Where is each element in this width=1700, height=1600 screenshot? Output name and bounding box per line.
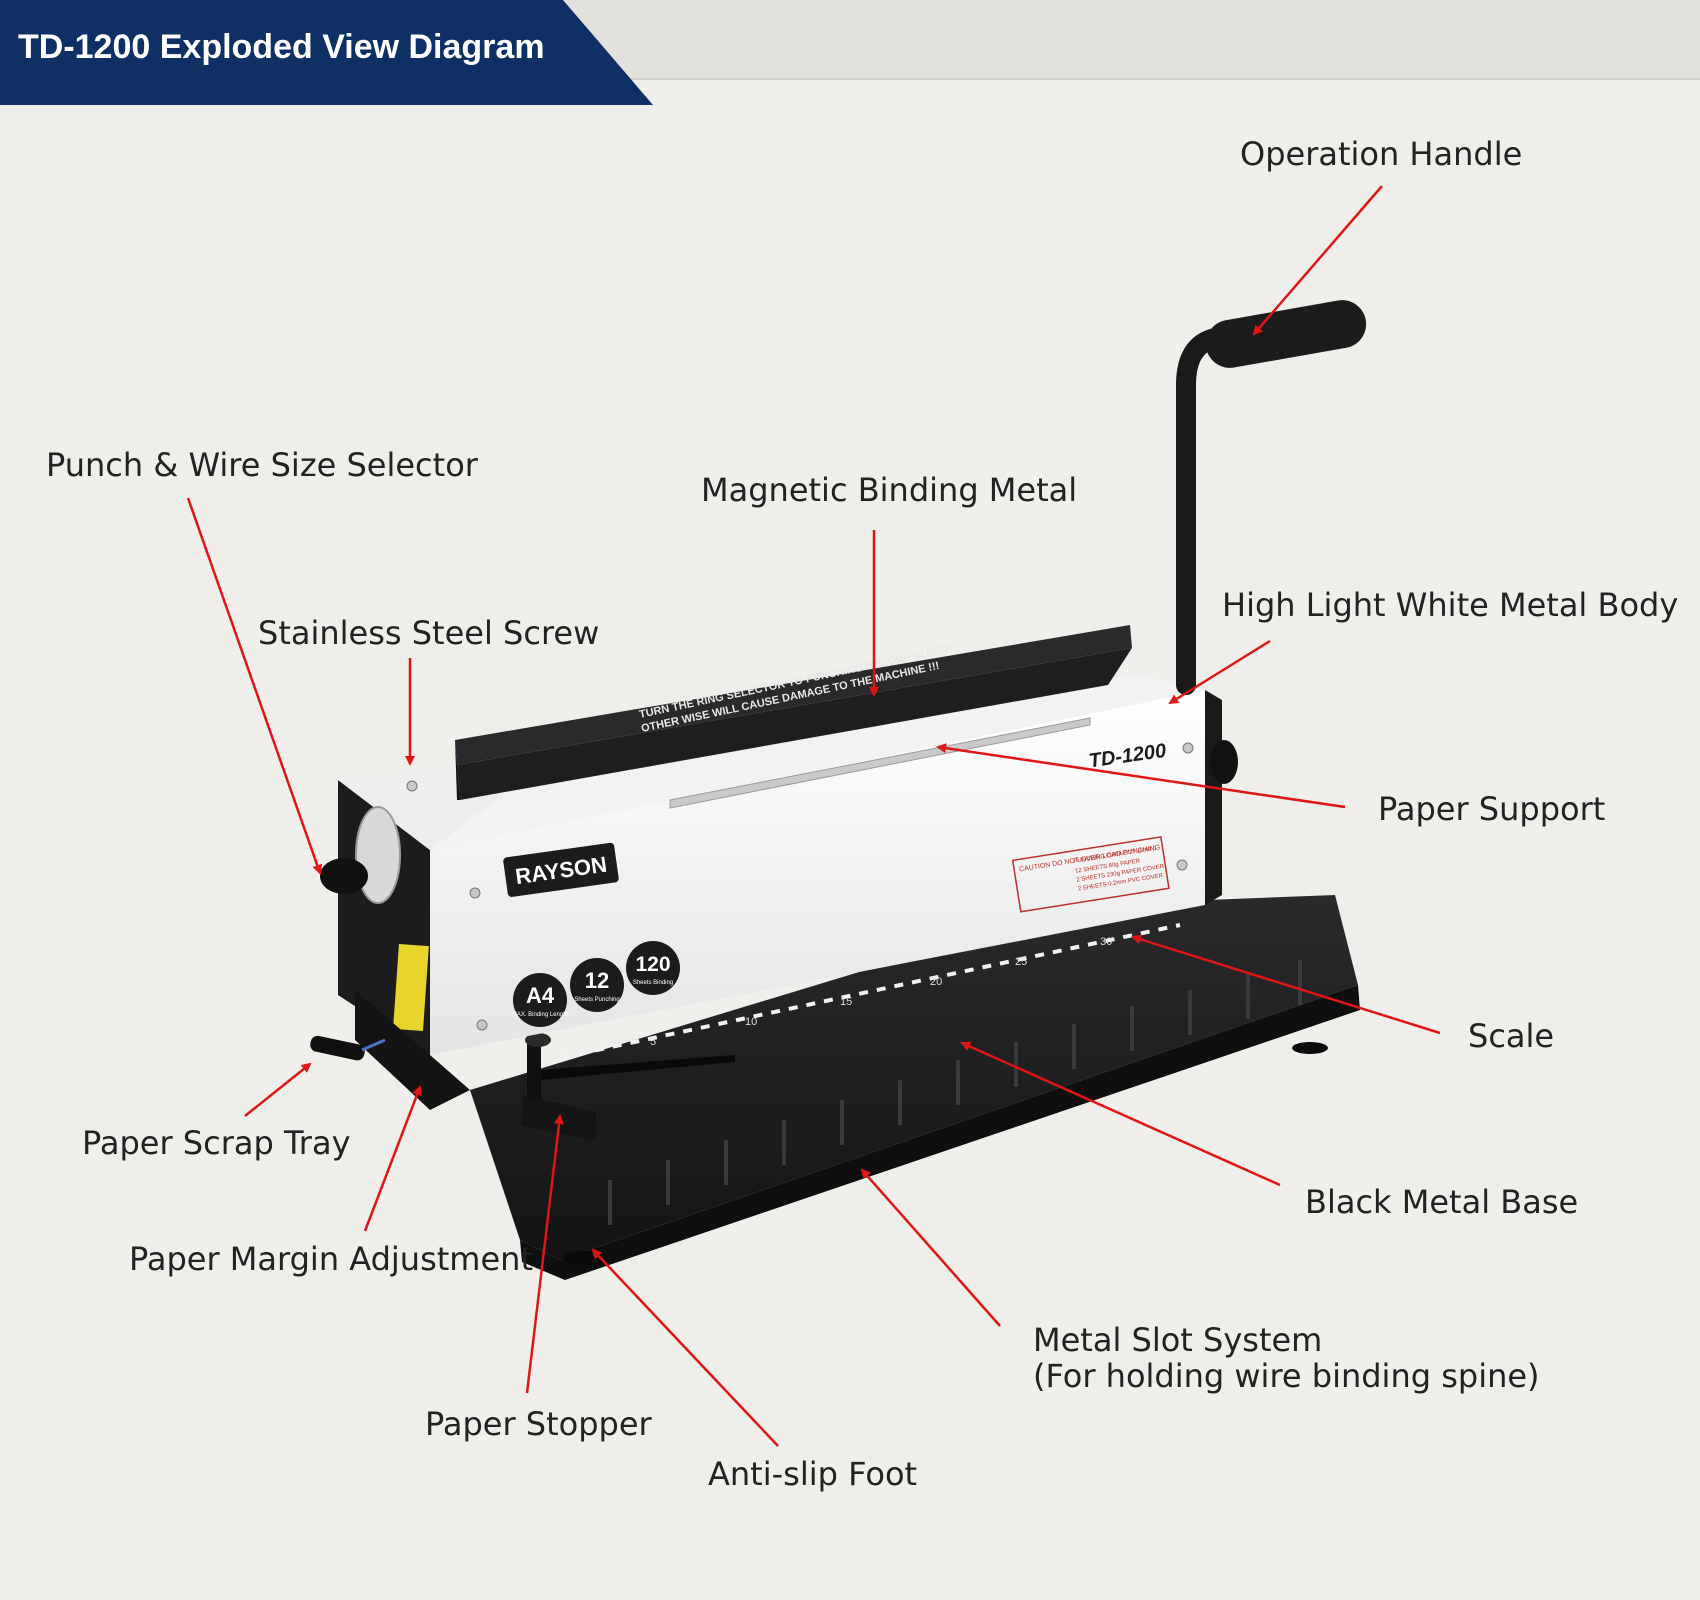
label-slot-system-1: Metal Slot System <box>1033 1321 1323 1359</box>
page-title: TD-1200 Exploded View Diagram <box>18 28 545 66</box>
anti-slip-foot <box>1292 1042 1328 1054</box>
arrow-white-body <box>1168 639 1271 705</box>
label-white-body: High Light White Metal Body <box>1222 586 1679 624</box>
paper-support <box>669 717 1091 809</box>
callout-arrows <box>186 185 1441 1447</box>
arrow-paper-support <box>936 743 1346 809</box>
label-paper-stopper: Paper Stopper <box>425 1405 652 1443</box>
brand-logo: RAYSON <box>503 842 619 897</box>
label-operation-handle: Operation Handle <box>1240 135 1523 173</box>
punch-selector-knob <box>320 858 368 894</box>
arrow-scale <box>1131 934 1441 1035</box>
svg-text:MAX. Binding Length: MAX. Binding Length <box>512 1012 568 1018</box>
scale-mark: 15 <box>840 996 852 1008</box>
stainless-steel-screw <box>476 1019 488 1031</box>
arrow-paper-stopper <box>525 1114 565 1394</box>
label-slot-system-2: (For holding wire binding spine) <box>1033 1357 1540 1395</box>
scale <box>559 923 1181 1060</box>
stainless-steel-screw <box>1182 742 1194 754</box>
metal-slot-system <box>608 960 1302 1225</box>
scale-mark: 30 <box>1100 936 1112 948</box>
stainless-steel-screw <box>469 887 481 899</box>
arrow-operation-handle <box>1252 185 1383 336</box>
paper-scrap-tray <box>310 1035 386 1061</box>
black-metal-base: 5 10 15 20 25 30 <box>470 895 1360 1280</box>
label-scale: Scale <box>1468 1017 1555 1055</box>
operation-handle <box>1176 300 1367 695</box>
svg-text:Sheets Punching: Sheets Punching <box>574 997 619 1003</box>
stainless-steel-screw <box>406 780 418 792</box>
scale-mark: 10 <box>745 1016 757 1028</box>
label-magnetic-metal: Magnetic Binding Metal <box>701 471 1078 509</box>
title-banner <box>0 0 653 105</box>
svg-text:120: 120 <box>635 953 670 976</box>
arrow-scrap-tray <box>244 1062 312 1117</box>
arrow-anti-slip-foot <box>591 1248 779 1447</box>
arrow-margin <box>363 1085 422 1232</box>
stainless-steel-screw <box>1176 859 1188 871</box>
badge-120: 120 Sheets Binding <box>626 941 680 995</box>
label-margin: Paper Margin Adjustment <box>129 1240 533 1278</box>
label-punch-selector: Punch & Wire Size Selector <box>46 446 478 484</box>
svg-text:12: 12 <box>585 968 609 993</box>
label-paper-support: Paper Support <box>1378 790 1606 828</box>
badge-a4: A4 MAX. Binding Length <box>512 973 568 1027</box>
arrow-black-base <box>960 1041 1281 1187</box>
svg-text:A4: A4 <box>526 983 555 1008</box>
arrow-punch-selector <box>186 497 323 875</box>
label-black-base: Black Metal Base <box>1305 1183 1579 1221</box>
scale-mark: 20 <box>930 976 942 988</box>
arrow-slot-system <box>860 1168 1001 1327</box>
scale-mark: 5 <box>650 1036 656 1048</box>
label-anti-slip-foot: Anti-slip Foot <box>708 1455 918 1493</box>
badge-12: 12 Sheets Punching <box>570 958 624 1012</box>
scale-mark: 25 <box>1015 956 1027 968</box>
label-stainless-screw: Stainless Steel Screw <box>258 614 600 652</box>
high-light-white-metal-body <box>430 690 1205 1055</box>
svg-text:Sheets Binding: Sheets Binding <box>633 980 673 986</box>
label-scrap-tray: Paper Scrap Tray <box>82 1124 351 1162</box>
